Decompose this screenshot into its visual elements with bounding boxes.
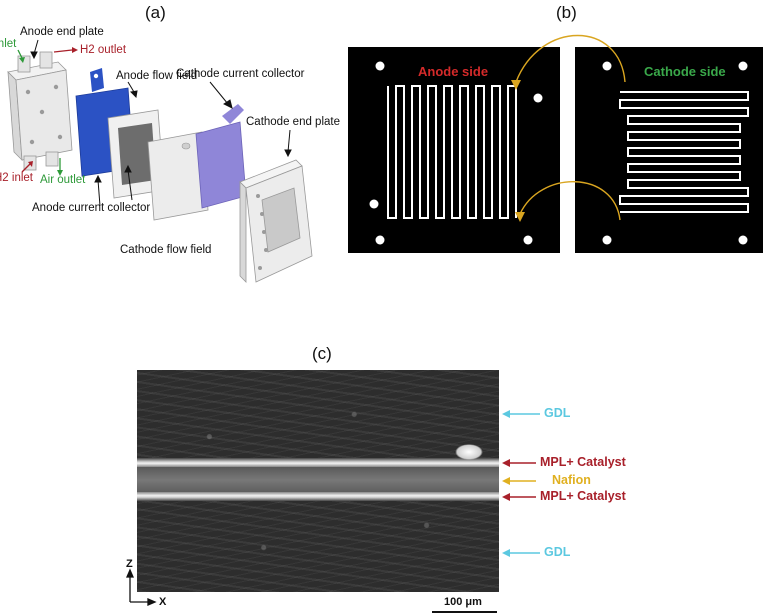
axis-z-label: Z [126,558,133,570]
cathode-flow-channel [619,91,749,213]
label-h2-inlet: H2 inlet [0,172,33,184]
h2-inlet-arrow [21,161,33,173]
label-air-outlet: Air outlet [40,174,86,186]
layer-label-gdl-bottom: GDL [544,545,571,559]
cathode-plate-holes [602,61,748,245]
sem-cross-section-image [137,370,499,592]
panel-a-label: (a) [145,3,166,22]
mpl-catalyst-band-top [137,458,499,467]
layer-label-nafion: Nafion [552,473,591,487]
xz-axes [126,568,157,606]
axis-x-label: X [159,596,167,608]
label-cathode-flow-field: Cathode flow field [120,244,212,256]
layer-label-gdl-top: GDL [544,406,571,420]
gold-arrowhead-top [511,80,521,90]
label-anode-flow-field: Anode flow field [116,70,198,82]
label-anode-end-plate: Anode end plate [20,26,104,38]
layer-label-mpl-catalyst-top: MPL+ Catalyst [540,455,626,469]
label-air-inlet: Air inlet [0,38,17,50]
anode-side-title: Anode side [418,64,489,79]
scale-bar-label: 100 μm [444,596,482,608]
panel-b-label: (b) [556,3,577,22]
label-cathode-end-plate: Cathode end plate [246,116,340,128]
air-inlet-arrow [17,49,25,63]
cathode-current-collector [195,104,247,209]
cathode-side-plate [575,47,763,253]
anode-flow-channel [387,85,517,219]
nafion-band [137,467,499,493]
anode-flow-field [107,109,165,199]
anode-end-plate [7,51,73,171]
anode-plate-holes [369,61,543,245]
label-anode-current-collector: Anode current collector [32,202,151,214]
layer-label-mpl-catalyst-bottom: MPL+ Catalyst [540,489,626,503]
bright-catalyst-spot [455,444,483,460]
label-h2-outlet: H2 outlet [80,44,127,56]
gold-arrowhead-bottom [515,212,525,222]
gold-flow-arrows [515,35,626,221]
label-cathode-current-collector: Cathode current collector [176,68,305,80]
mpl-catalyst-band-bottom [137,492,499,501]
h2-outlet-arrow [53,47,78,53]
leader-arrows-a [30,39,292,207]
panel-c-label: (c) [312,344,332,363]
cathode-flow-field [147,131,209,221]
cathode-side-title: Cathode side [644,64,726,79]
cathode-end-plate [239,159,313,283]
air-outlet-arrow [57,158,63,176]
